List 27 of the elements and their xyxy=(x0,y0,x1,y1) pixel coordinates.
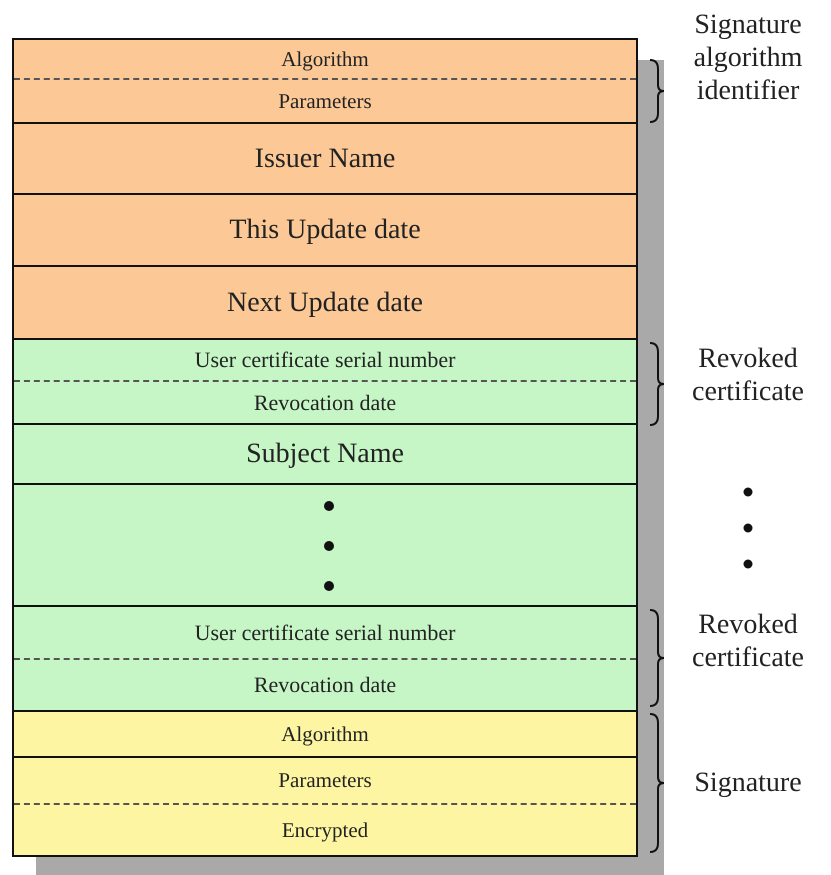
field-box xyxy=(12,483,638,607)
field-label: Revocation date xyxy=(254,390,396,416)
field-box xyxy=(12,605,638,712)
field-label: Parameters xyxy=(278,88,372,114)
field-label: Subject Name xyxy=(246,438,404,470)
field-label: Algorithm xyxy=(281,46,369,72)
field-box xyxy=(12,756,638,857)
field-box xyxy=(12,38,638,124)
field-label: Encrypted xyxy=(282,818,368,842)
field-box xyxy=(12,193,638,267)
field-label: User certificate serial number xyxy=(194,347,456,373)
brace-label: Revoked certificate xyxy=(691,608,805,674)
field-label: Next Update date xyxy=(227,286,423,318)
brace-label: Signature xyxy=(693,766,803,800)
field-label: Parameters xyxy=(278,768,372,793)
brace-label: Revoked certificate xyxy=(691,342,805,408)
field-label: Issuer Name xyxy=(254,142,396,174)
field-box xyxy=(12,423,638,485)
field-label: This Update date xyxy=(229,214,421,246)
field-box xyxy=(12,122,638,195)
field-label: Algorithm xyxy=(281,722,369,746)
field-box xyxy=(12,710,638,758)
brace-label: Signature algorithm identifier xyxy=(692,8,804,108)
field-box xyxy=(12,338,638,425)
field-label: User certificate serial number xyxy=(194,620,456,646)
field-label: Revocation date xyxy=(254,672,396,698)
field-box xyxy=(12,265,638,340)
